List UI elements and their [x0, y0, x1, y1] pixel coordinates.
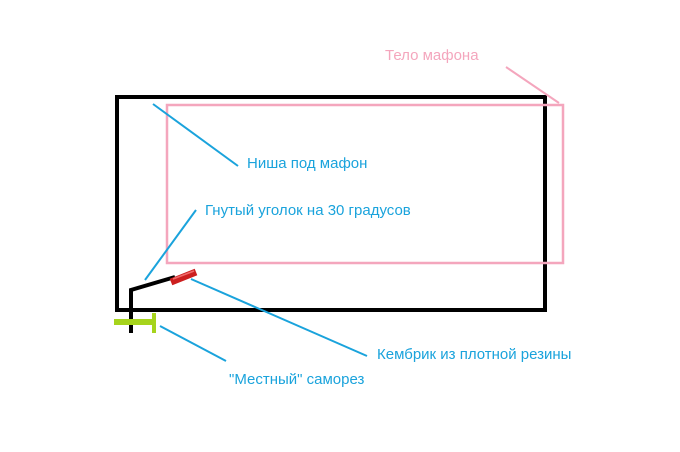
niche-leader	[152, 103, 239, 167]
niche-outline	[115, 95, 547, 312]
rubber-tube-highlight	[172, 270, 195, 280]
screw-leader	[159, 325, 227, 362]
amp-body-label: Тело мафона	[385, 47, 479, 64]
rubber-tube-label: Кембрик из плотной резины	[377, 346, 572, 363]
amp-body-outline	[165, 103, 565, 265]
amp-body-leader	[505, 66, 560, 104]
bent-bracket-label: Гнутый уголок на 30 градусов	[205, 202, 411, 219]
rubber-tube-leader	[190, 278, 368, 357]
bracket-leader	[144, 209, 197, 281]
bent-bracket	[129, 275, 176, 333]
local-screw-label: "Местный" саморез	[229, 371, 365, 388]
rubber-tube	[169, 268, 198, 286]
niche-label: Ниша под мафон	[247, 155, 368, 172]
